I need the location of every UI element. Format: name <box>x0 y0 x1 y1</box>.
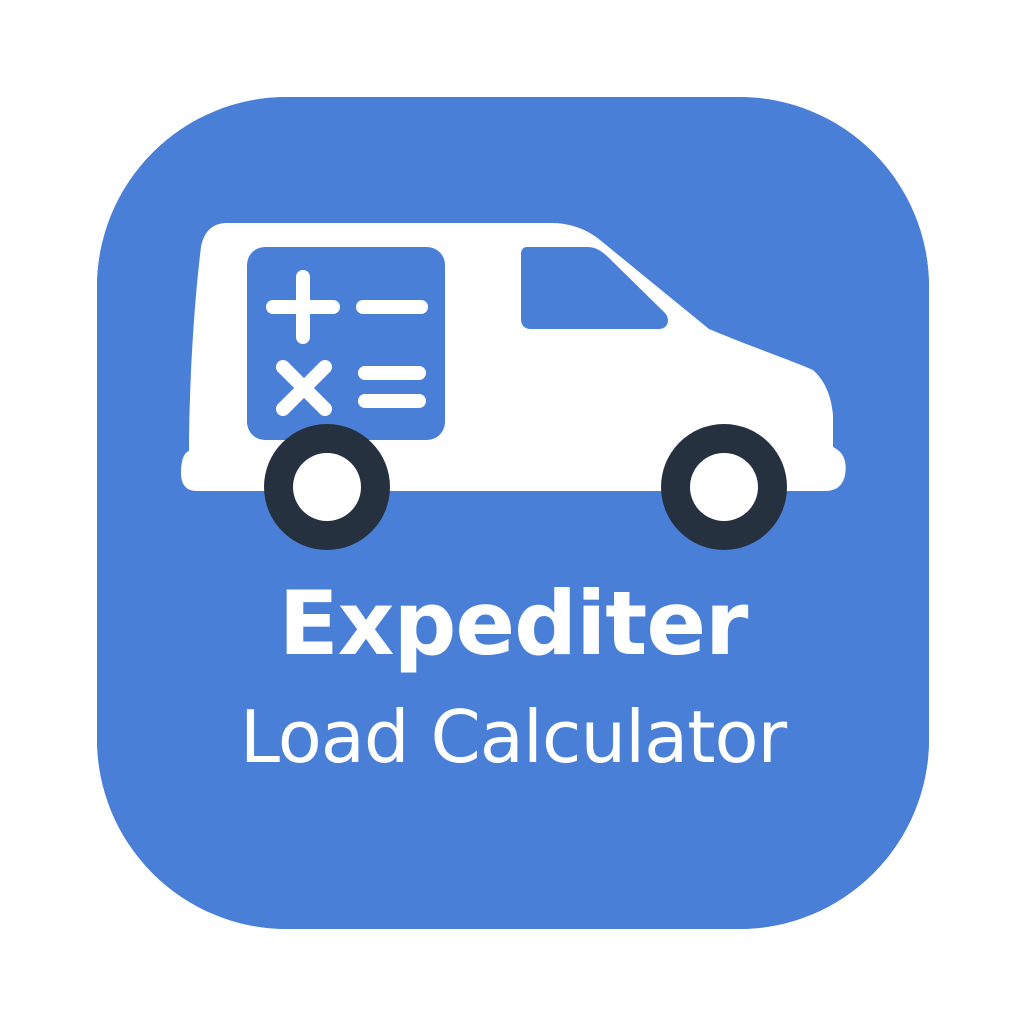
icon-background <box>97 97 929 929</box>
rear-wheel-icon <box>264 424 390 550</box>
calculator-icon <box>247 247 445 440</box>
plus-icon <box>266 270 340 344</box>
app-icon[interactable]: Expediter Load Calculator <box>97 97 929 929</box>
van-window <box>521 247 668 329</box>
front-wheel-icon <box>661 424 787 550</box>
van-illustration <box>97 97 929 929</box>
equals-icon <box>358 366 426 408</box>
app-title: Expediter <box>278 572 749 675</box>
times-icon <box>276 360 332 416</box>
app-subtitle: Load Calculator <box>239 695 787 779</box>
